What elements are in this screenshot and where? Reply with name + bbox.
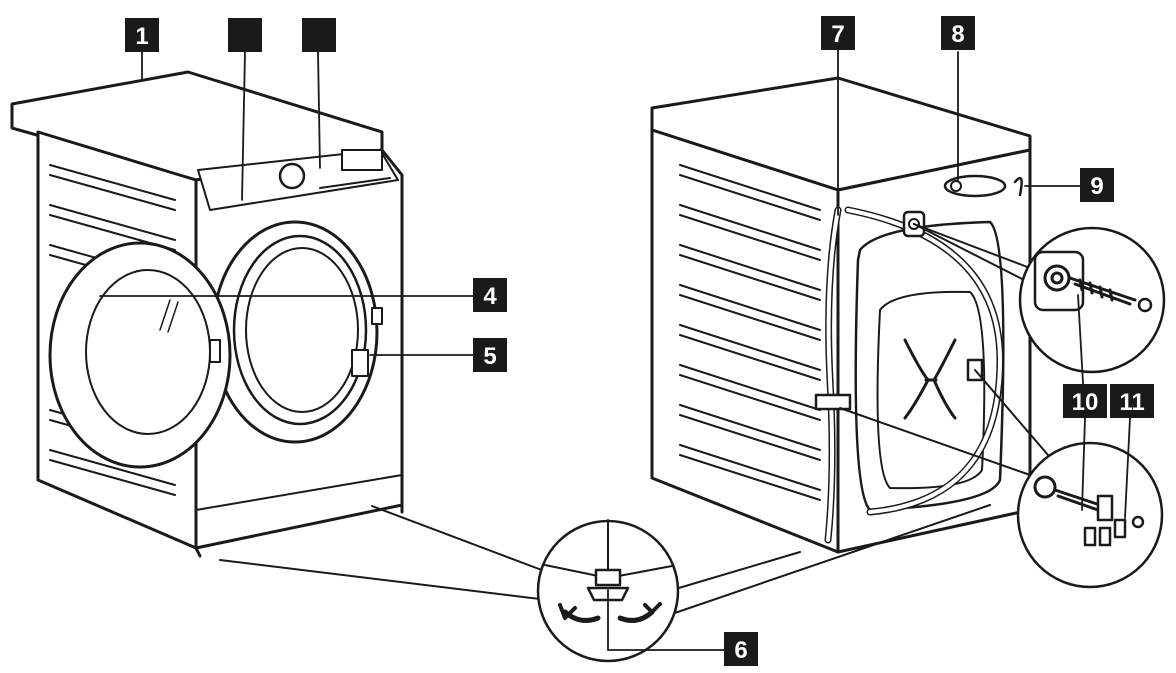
door-latch <box>209 339 221 363</box>
panel-x-mark <box>903 338 957 420</box>
door-glass <box>85 269 211 435</box>
transit-bolt <box>1068 276 1137 306</box>
callout-11: 11 <box>1110 384 1154 418</box>
callout-5: 5 <box>473 338 507 372</box>
callout-1-text: 1 <box>135 23 148 50</box>
callout-2 <box>228 18 262 52</box>
display-panel <box>341 149 383 171</box>
callout-5-text: 5 <box>483 343 496 370</box>
callout-9: 9 <box>1080 168 1114 202</box>
callout-10: 10 <box>1063 384 1107 418</box>
adjustable-foot <box>586 568 630 602</box>
hose-hook <box>1013 176 1023 197</box>
callout-4: 4 <box>473 278 507 312</box>
door-handle-recess <box>371 307 383 325</box>
program-dial <box>278 162 306 190</box>
callout-4-text: 4 <box>483 283 497 310</box>
leader-lines <box>99 49 1131 651</box>
callout-6: 6 <box>724 632 758 666</box>
callout-10-text: 10 <box>1072 389 1099 416</box>
plastic-spacer <box>1083 494 1127 547</box>
callout-8-text: 8 <box>951 21 964 48</box>
callout-1: 1 <box>125 18 159 52</box>
callout-6-text: 6 <box>734 637 747 664</box>
zoom-circle-spacer <box>839 369 1164 589</box>
callout-7: 7 <box>821 16 855 50</box>
drum-opening <box>211 220 379 444</box>
callout-7-text: 7 <box>831 21 844 48</box>
callout-9-text: 9 <box>1090 173 1103 200</box>
rotate-arrow-right <box>617 609 655 623</box>
callout-3 <box>302 18 336 52</box>
rear-side-panel <box>650 128 840 554</box>
power-cord-outlet <box>943 174 1007 198</box>
callout-8: 8 <box>941 16 975 50</box>
zoom-circle-bolt <box>913 223 1166 374</box>
rear-washer <box>650 76 1032 554</box>
callout-11-text: 11 <box>1119 389 1144 416</box>
front-washer <box>10 70 404 558</box>
